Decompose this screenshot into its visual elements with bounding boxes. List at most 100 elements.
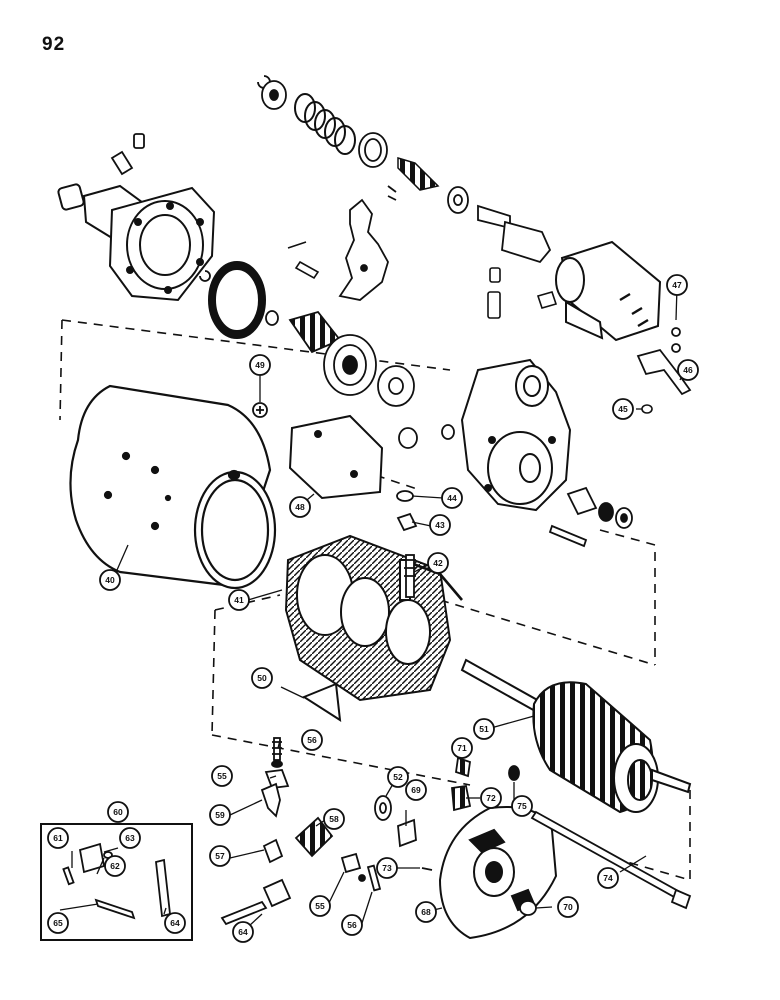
- callout-47: 47: [666, 274, 688, 296]
- callout-49: 49: [249, 354, 271, 376]
- svg-text:55: 55: [315, 901, 325, 911]
- drive-spring: [294, 93, 356, 155]
- armature: [460, 658, 692, 814]
- svg-text:64: 64: [238, 927, 248, 937]
- svg-text:70: 70: [563, 902, 573, 912]
- callout-50: 50: [251, 667, 273, 689]
- callout-56-upper: 56: [301, 729, 323, 751]
- svg-text:64: 64: [170, 918, 180, 928]
- svg-text:58: 58: [329, 814, 339, 824]
- svg-text:65: 65: [53, 918, 63, 928]
- drive-pinion: [288, 310, 377, 396]
- plunger-washer: [447, 186, 469, 214]
- field-frame: [69, 384, 277, 590]
- solenoid-plunger: [477, 204, 552, 264]
- through-bolt: [530, 810, 692, 910]
- callout-63: 63: [119, 827, 141, 849]
- callout-61: 61: [47, 827, 69, 849]
- svg-text:48: 48: [295, 502, 305, 512]
- svg-text:59: 59: [215, 810, 225, 820]
- housing-pins: [110, 133, 145, 176]
- small-ring: [199, 270, 279, 326]
- callout-64-lower: 64: [232, 921, 254, 943]
- svg-text:69: 69: [411, 785, 421, 795]
- callout-72: 72: [480, 787, 502, 809]
- inset-parts: [62, 842, 171, 920]
- svg-text:52: 52: [393, 772, 403, 782]
- callout-41: 41: [228, 589, 250, 611]
- svg-text:62: 62: [110, 861, 120, 871]
- svg-text:57: 57: [215, 851, 225, 861]
- washer-44: [396, 490, 414, 502]
- svg-text:71: 71: [457, 743, 467, 753]
- callout-68: 68: [415, 901, 437, 923]
- page-number: 92: [42, 34, 66, 55]
- svg-text:56: 56: [347, 920, 357, 930]
- drive-housing: [57, 183, 216, 302]
- callout-70: 70: [557, 896, 579, 918]
- nut-45: [641, 404, 653, 414]
- callout-57: 57: [209, 845, 231, 867]
- callout-56-lower: 56: [341, 914, 363, 936]
- pole-shoe: [288, 414, 384, 500]
- thrust-washer: [261, 80, 287, 110]
- callout-71: 71: [451, 737, 473, 759]
- svg-text:45: 45: [618, 404, 628, 414]
- solenoid-bracket: [636, 327, 692, 396]
- callout-59: 59: [209, 804, 231, 826]
- callout-55-upper: 55: [211, 765, 233, 787]
- callout-75: 75: [511, 795, 533, 817]
- brush-end-small-parts: [220, 737, 537, 926]
- end-frame: [460, 358, 572, 512]
- svg-text:75: 75: [517, 801, 527, 811]
- svg-text:63: 63: [125, 833, 135, 843]
- svg-text:60: 60: [113, 807, 123, 817]
- spring-collar: [358, 132, 388, 168]
- shift-lever: [338, 198, 389, 301]
- callout-51: 51: [473, 718, 495, 740]
- svg-text:56: 56: [307, 735, 317, 745]
- pinion-washer: [377, 365, 415, 407]
- svg-text:49: 49: [255, 360, 265, 370]
- callout-43: 43: [429, 514, 451, 536]
- callout-55-lower: 55: [309, 895, 331, 917]
- svg-text:72: 72: [486, 793, 496, 803]
- svg-text:40: 40: [105, 575, 115, 585]
- svg-text:44: 44: [447, 493, 457, 503]
- lever-pins: [287, 241, 558, 319]
- callout-52: 52: [387, 766, 409, 788]
- callout-46: 46: [677, 359, 699, 381]
- callout-64-inset: 64: [164, 912, 186, 934]
- callout-58: 58: [323, 808, 345, 830]
- svg-text:51: 51: [479, 724, 489, 734]
- screw-49: [252, 402, 268, 418]
- solenoid: [555, 240, 662, 342]
- callout-40: 40: [99, 569, 121, 591]
- callout-48: 48: [289, 496, 311, 518]
- housing-gasket: [208, 261, 266, 339]
- svg-text:46: 46: [683, 365, 693, 375]
- nut-43: [396, 512, 418, 532]
- svg-text:55: 55: [217, 771, 227, 781]
- svg-text:41: 41: [234, 595, 244, 605]
- small-plugs: [398, 424, 455, 449]
- callout-73: 73: [376, 857, 398, 879]
- brush-plate: [438, 806, 558, 940]
- svg-text:68: 68: [421, 907, 431, 917]
- callout-60: 60: [107, 801, 129, 823]
- callout-69: 69: [405, 779, 427, 801]
- svg-text:47: 47: [672, 280, 682, 290]
- inset-box: [40, 823, 193, 941]
- small-clip: [387, 185, 397, 201]
- plunger-boot: [397, 156, 440, 191]
- callout-74: 74: [597, 867, 619, 889]
- svg-text:74: 74: [603, 873, 613, 883]
- svg-text:42: 42: [433, 558, 443, 568]
- svg-text:50: 50: [257, 673, 267, 683]
- callout-65: 65: [47, 912, 69, 934]
- terminal-stud: [404, 554, 416, 598]
- callout-62: 62: [104, 855, 126, 877]
- svg-text:43: 43: [435, 520, 445, 530]
- svg-text:73: 73: [382, 863, 392, 873]
